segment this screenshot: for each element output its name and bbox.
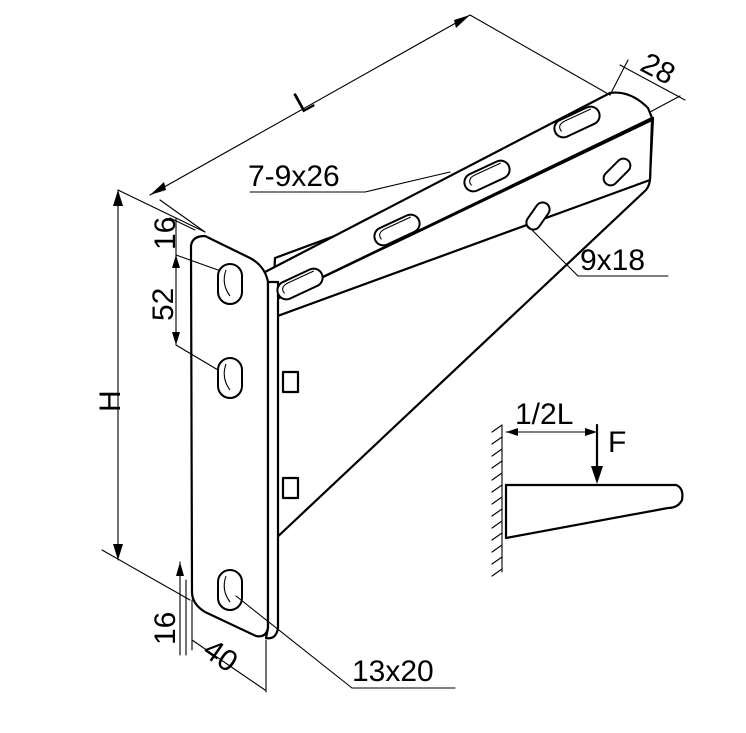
web-side-slots: [525, 157, 632, 231]
hole-pitch-label: 52: [147, 288, 180, 321]
wall-plate-side: [264, 280, 280, 640]
top-slot: [553, 105, 601, 139]
plate-width-label: 40: [197, 633, 243, 679]
web-square-cutout-upper: [281, 370, 300, 394]
height-label: H: [94, 390, 127, 412]
load-bracket-profile: [504, 483, 684, 540]
top-offset-label: 16: [149, 217, 182, 250]
dimension-bottom-offset: 16: [149, 561, 187, 656]
wall-hatching: [491, 424, 503, 577]
width-label: 28: [635, 47, 680, 92]
dimension-height: H: [94, 189, 206, 601]
force-arrow: [591, 466, 603, 484]
dimension-plate-holes: 13x20: [235, 595, 456, 689]
dimension-side-slot: 9x18: [527, 225, 669, 277]
web-square-cutout-lower: [281, 476, 300, 500]
load-distance-label: 1/2L: [515, 398, 573, 431]
force-label: F: [608, 426, 626, 459]
top-slot: [276, 267, 324, 301]
bracket-body: [189, 91, 655, 640]
side-slot-label: 9x18: [580, 244, 645, 277]
dimension-top-offset: 16: [149, 217, 196, 261]
load-scheme: 1/2L F: [491, 398, 684, 577]
side-slot: [602, 157, 632, 187]
wall-plate-holes: [217, 263, 243, 611]
dimension-hole-pitch: 52: [147, 254, 219, 371]
plate-hole: [217, 357, 243, 399]
top-flange-slots: [276, 105, 601, 301]
top-slot: [463, 159, 511, 193]
top-slot: [373, 213, 421, 247]
plate-hole: [217, 263, 243, 305]
dimension-top-slots: 7-9x26: [248, 160, 451, 193]
plate-holes-label: 13x20: [352, 655, 434, 688]
bottom-offset-label: 16: [149, 612, 182, 645]
side-slot: [525, 201, 551, 231]
plate-hole: [217, 569, 243, 611]
top-slots-label: 7-9x26: [248, 160, 340, 193]
